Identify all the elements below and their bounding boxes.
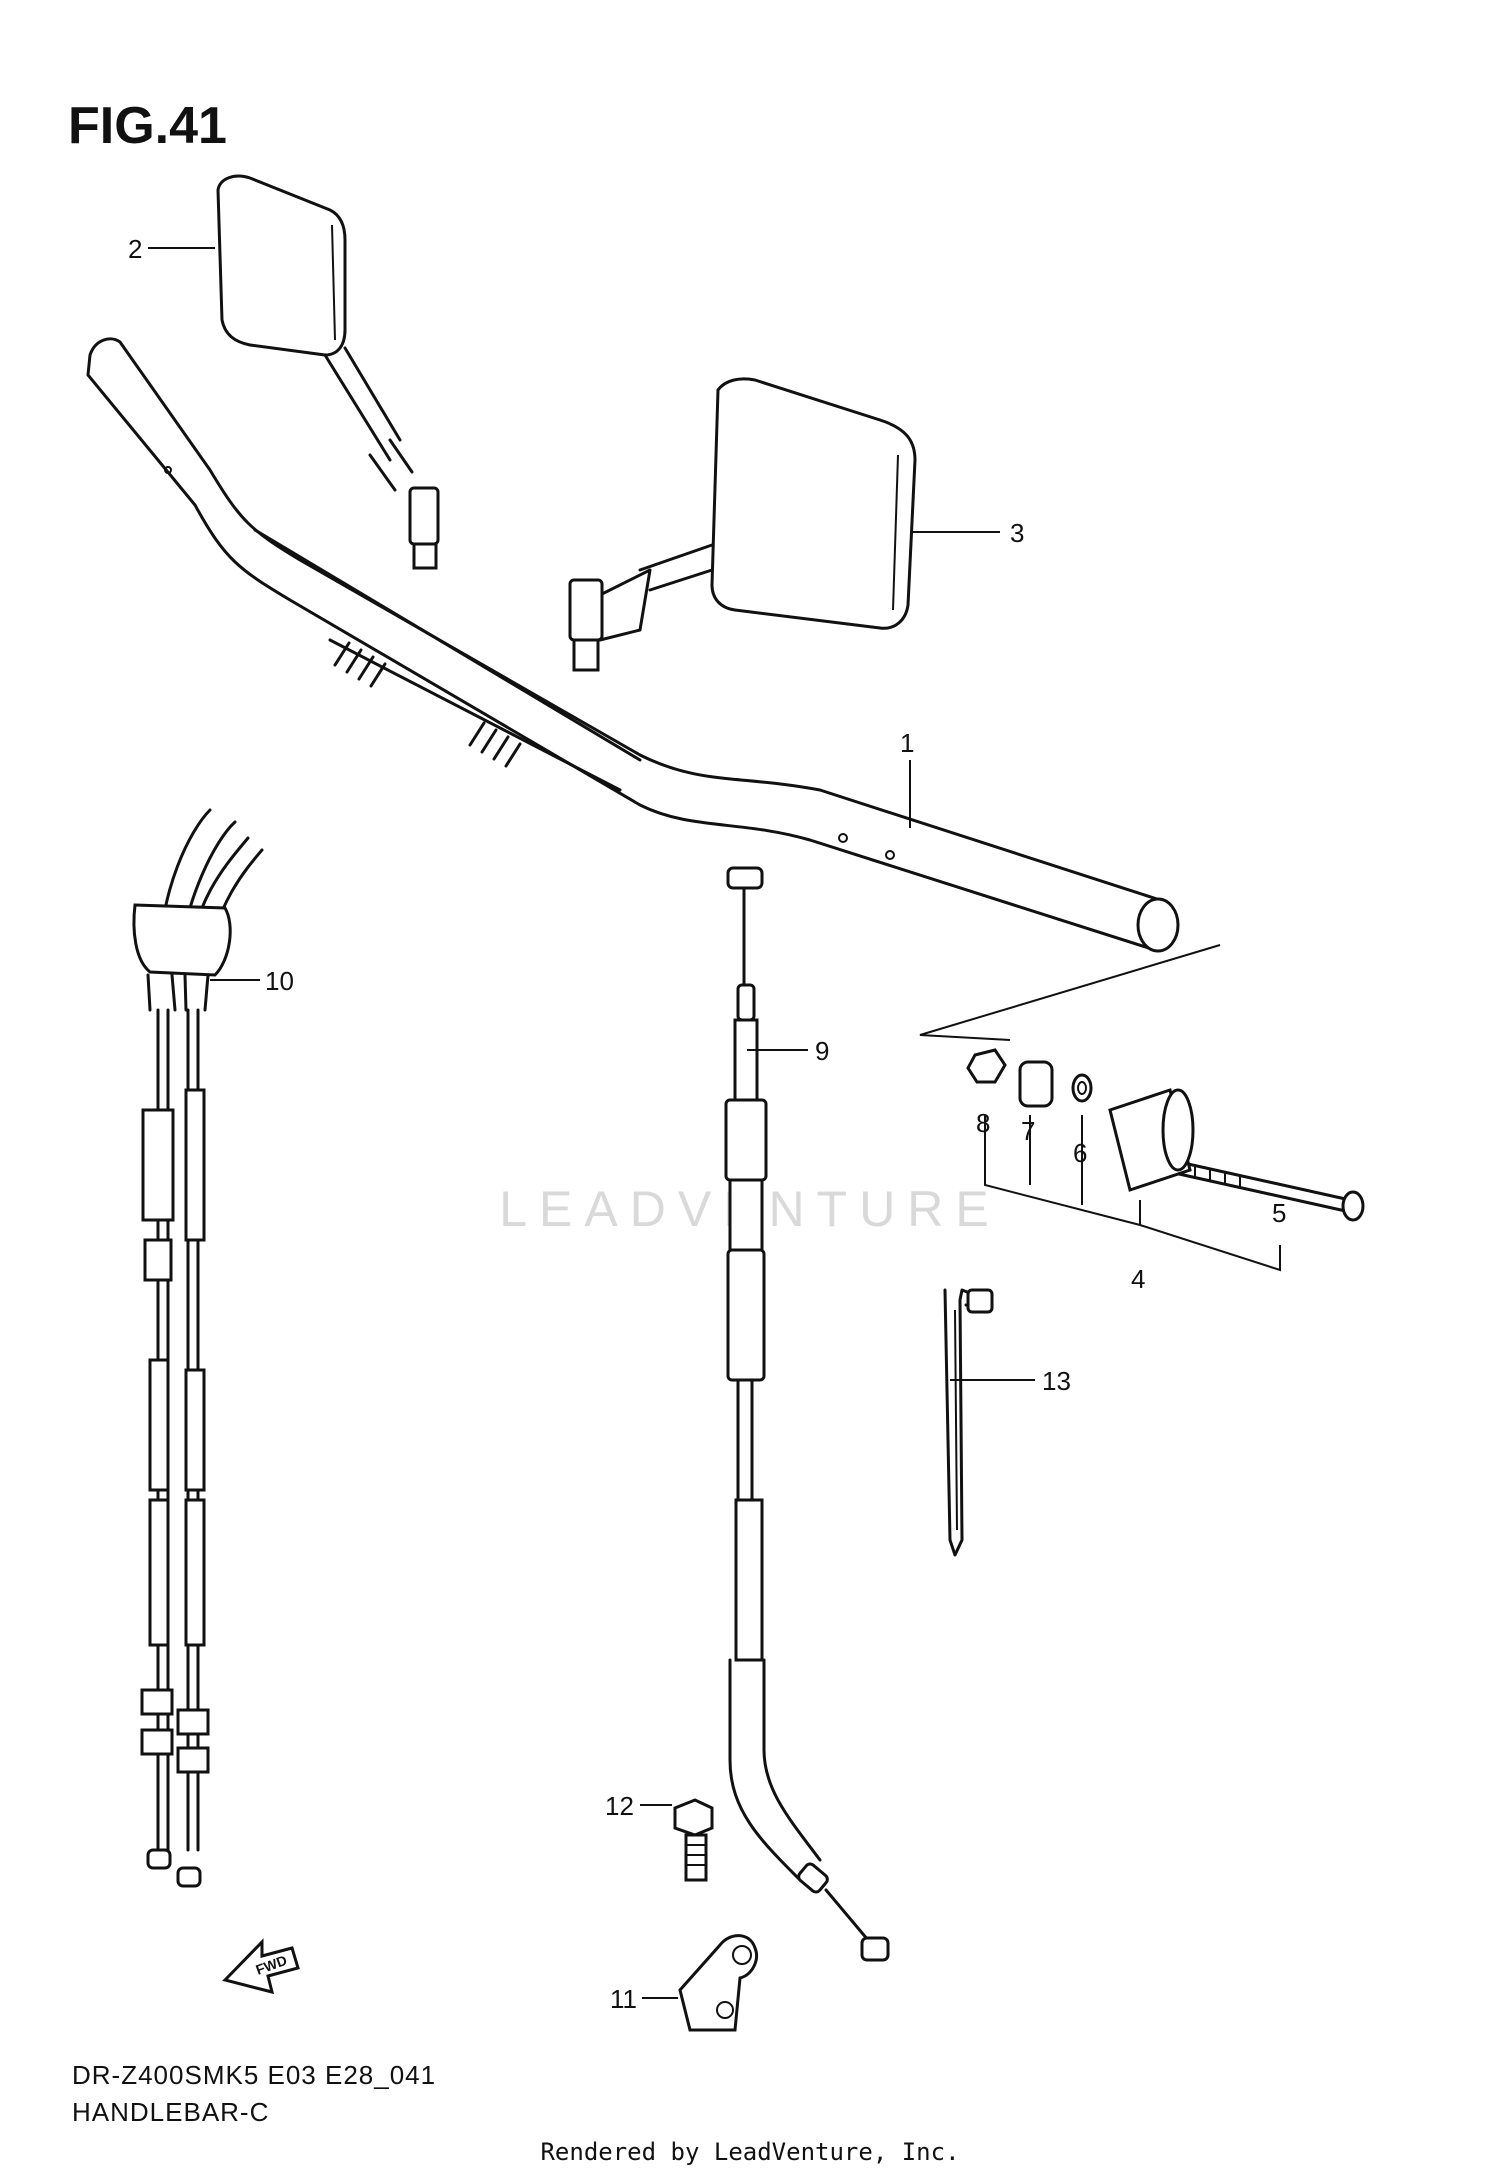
callout-6: 6 [1073,1138,1087,1168]
figure-title: FIG.41 [68,97,227,155]
callout-3: 3 [1010,518,1024,548]
right-mirror-part[interactable] [568,377,917,672]
bar-end-weight-part[interactable] [1108,1088,1195,1192]
callout-10: 10 [265,966,294,996]
inner-nut-part[interactable] [966,1048,1007,1084]
callout-2: 2 [128,234,142,264]
callout-12: 12 [605,1791,634,1821]
throttle-cables-part[interactable] [132,808,264,1888]
fwd-arrow-icon: FWD [222,1938,300,1995]
section-name: HANDLEBAR-C [72,2097,270,2127]
cable-tie-part[interactable] [943,1288,994,1557]
callout-leaders [148,247,1035,1999]
handlebar-part[interactable] [86,337,1180,953]
bar-end-bolt-part[interactable] [1168,1158,1365,1222]
callout-9: 9 [815,1036,829,1066]
callout-13: 13 [1042,1366,1071,1396]
left-mirror-part[interactable] [216,174,440,570]
cable-clamp-part[interactable] [678,1934,758,2032]
model-code: DR-Z400SMK5 E03 E28_041 [72,2060,437,2090]
bolt-part[interactable] [673,1798,714,1882]
callout-11: 11 [610,1984,637,2014]
rendered-by-credit: Rendered by LeadVenture, Inc. [540,2138,960,2166]
assembly-bracket-line [919,944,1221,1041]
callout-4: 4 [1131,1264,1145,1294]
callout-7: 7 [1021,1116,1035,1146]
clutch-cable-part[interactable] [724,866,890,1962]
rubber-collar-part[interactable] [1018,1060,1054,1108]
washer-part[interactable] [1071,1073,1093,1103]
callout-8: 8 [976,1108,990,1138]
callout-5: 5 [1272,1198,1286,1228]
assembly-leader-lines [984,1115,1281,1272]
callout-1: 1 [900,728,914,758]
